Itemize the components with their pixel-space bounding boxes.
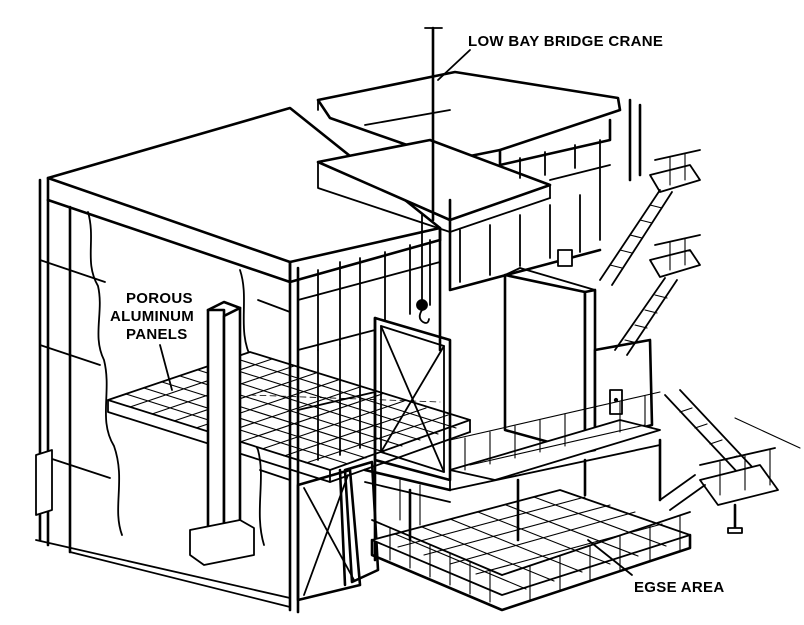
porous-panels-label-line3: PANELS (126, 326, 188, 343)
clean-room-box (503, 267, 654, 454)
egse-leader-line (587, 539, 633, 576)
egse-deck (370, 438, 692, 612)
panels-leader-line (159, 344, 173, 391)
center-column (189, 300, 255, 566)
door-frame (296, 316, 452, 602)
mezzanine-deck (363, 391, 661, 526)
crane-label: LOW BAY BRIDGE CRANE (468, 33, 663, 50)
right-stairs (599, 98, 801, 534)
crane-leader-line (437, 49, 471, 81)
upper-wing-walls (448, 118, 612, 292)
egse-area-label: EGSE AREA (634, 579, 725, 596)
porous-panels-label-line2: ALUMINUM (110, 308, 194, 325)
crane-assembly (416, 26, 443, 324)
front-facade-frame (288, 228, 442, 614)
porous-panels-label-line1: POROUS (126, 290, 193, 307)
upper-roof (316, 70, 622, 162)
